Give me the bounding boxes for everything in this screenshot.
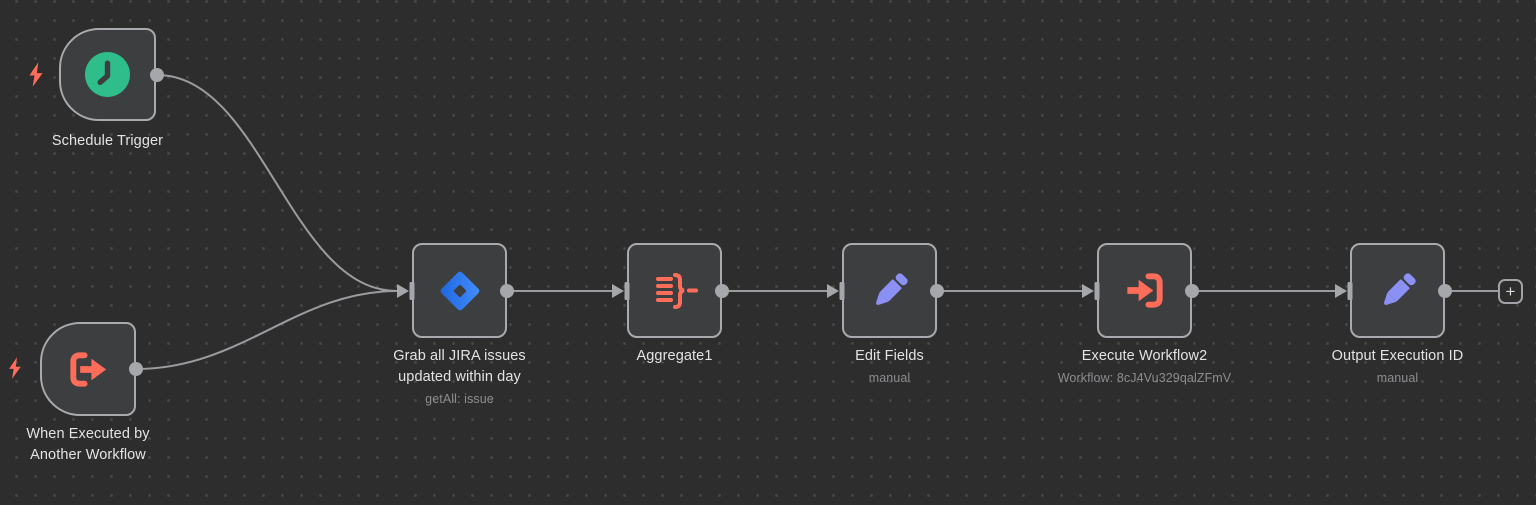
pencil-icon <box>1383 272 1416 305</box>
node-subtitle: manual <box>868 371 911 385</box>
node-title: When Executed by <box>26 426 150 442</box>
workflow-exit-arrow-icon <box>69 351 106 387</box>
node-label[interactable]: Edit Fields manual <box>730 346 1050 386</box>
node-title: Output Execution ID <box>1331 348 1464 364</box>
node-aggregate1[interactable] <box>627 243 722 338</box>
jira-icon <box>440 271 479 310</box>
connection-schedule-to-jira[interactable] <box>156 74 398 292</box>
node-execute-workflow2[interactable] <box>1097 243 1192 338</box>
clock-icon <box>84 51 131 98</box>
node-label[interactable]: Output Execution ID manual <box>1238 346 1536 386</box>
node-subtitle: Workflow: 8cJ4Vu329qalZFmV <box>1057 371 1232 385</box>
node-title: Aggregate1 <box>636 348 713 364</box>
node-label[interactable]: Schedule Trigger <box>0 131 268 152</box>
node-jira-get-all[interactable] <box>412 243 507 338</box>
node-title: Schedule Trigger <box>51 133 164 149</box>
node-label[interactable]: Aggregate1 <box>515 346 835 367</box>
aggregate-icon <box>655 272 698 309</box>
node-label[interactable]: When Executed by Another Workflow <box>0 424 248 466</box>
pencil-icon <box>875 272 908 305</box>
node-output-execution-id[interactable] <box>1350 243 1445 338</box>
node-title: updated within day <box>398 369 521 385</box>
node-subtitle: getAll: issue <box>425 392 494 406</box>
node-title: Another Workflow <box>30 447 146 463</box>
plus-icon: + <box>1505 281 1516 301</box>
node-edit-fields[interactable] <box>842 243 937 338</box>
node-title: Grab all JIRA issues <box>393 348 526 364</box>
arrow-into-bracket-icon <box>1127 273 1163 308</box>
node-title: Edit Fields <box>855 348 924 364</box>
node-title: Execute Workflow2 <box>1081 348 1208 364</box>
node-label[interactable]: Execute Workflow2 Workflow: 8cJ4Vu329qal… <box>985 346 1305 386</box>
lightning-bolt-icon <box>29 62 43 87</box>
add-node-button[interactable]: + <box>1498 279 1523 304</box>
lightning-bolt-icon <box>9 357 21 379</box>
node-when-executed-by-another-workflow[interactable] <box>40 322 136 416</box>
node-subtitle: manual <box>1376 371 1419 385</box>
node-schedule-trigger[interactable] <box>59 28 156 121</box>
node-label[interactable]: Grab all JIRA issues updated within day … <box>300 346 620 407</box>
